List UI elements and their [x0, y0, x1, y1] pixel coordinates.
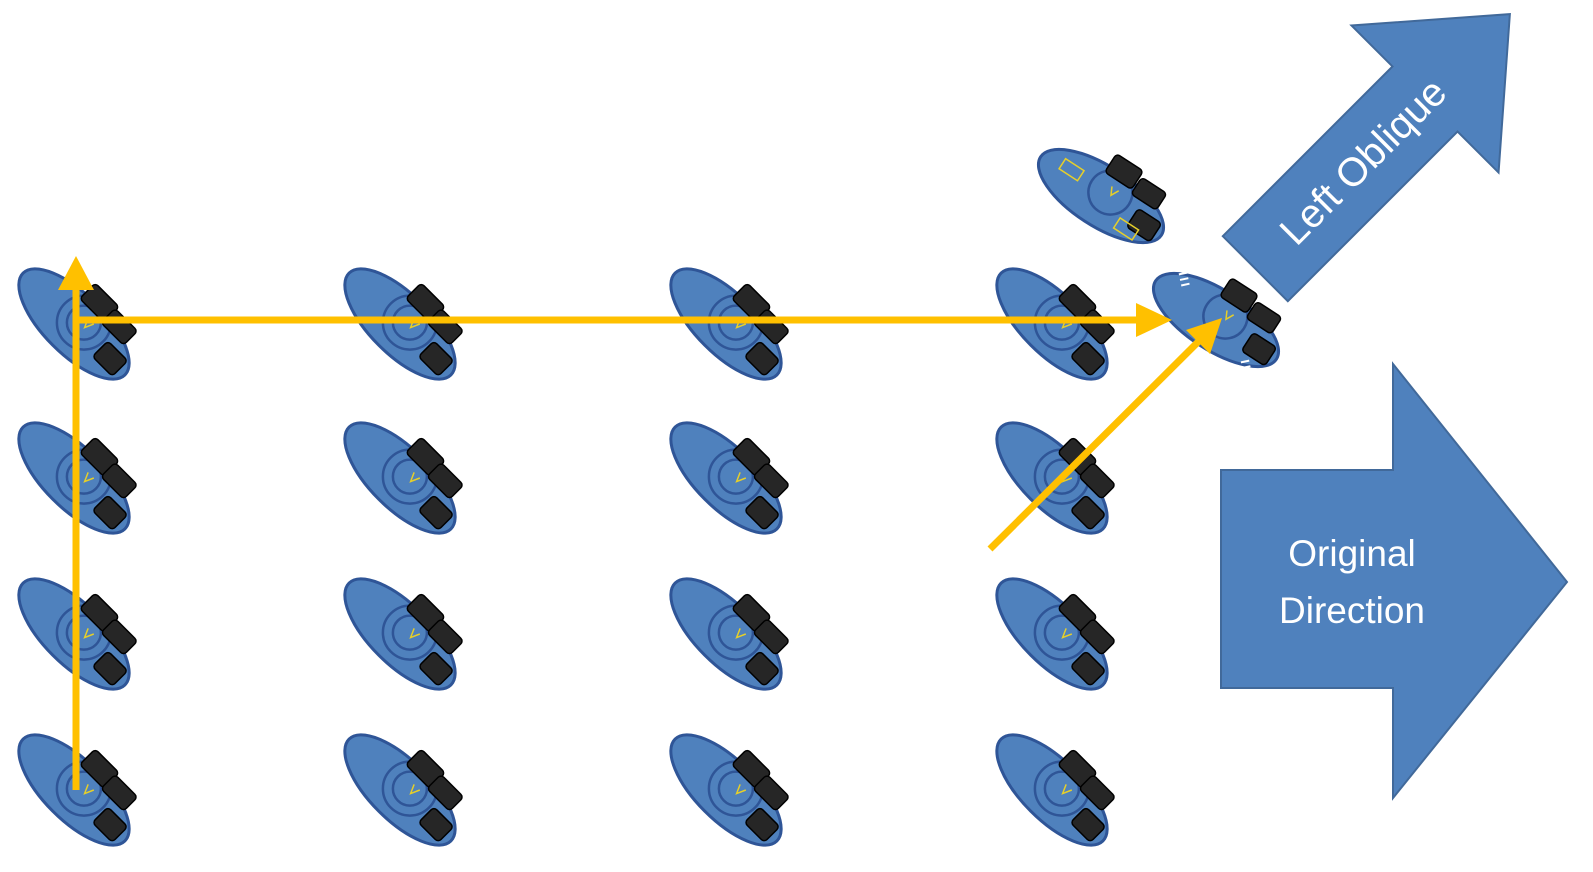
marcher-r3-c3	[652, 550, 810, 708]
original-direction-arrow: Original Direction	[1220, 361, 1569, 801]
path-diagonal-arrowhead	[1186, 318, 1222, 354]
original-direction-label-line1: Original	[1288, 533, 1416, 574]
marcher-formation	[0, 240, 1136, 864]
marcher-r4-c2	[326, 706, 484, 864]
original-direction-label-line2: Direction	[1279, 590, 1425, 631]
marcher-r3-c2	[326, 550, 484, 708]
marcher-r2-c4	[978, 394, 1136, 552]
marcher-r2-c2	[326, 394, 484, 552]
path-diagonal	[987, 337, 1203, 552]
path-vertical-arrowhead	[58, 256, 94, 290]
movement-paths	[58, 256, 1222, 790]
path-horizontal-arrowhead	[1136, 303, 1172, 337]
marcher-r4-c3	[652, 706, 810, 864]
marcher-r3-c4	[978, 550, 1136, 708]
marcher-r2-c3	[652, 394, 810, 552]
oblique-marcher-lead	[1036, 147, 1167, 245]
marcher-r4-c4	[978, 706, 1136, 864]
